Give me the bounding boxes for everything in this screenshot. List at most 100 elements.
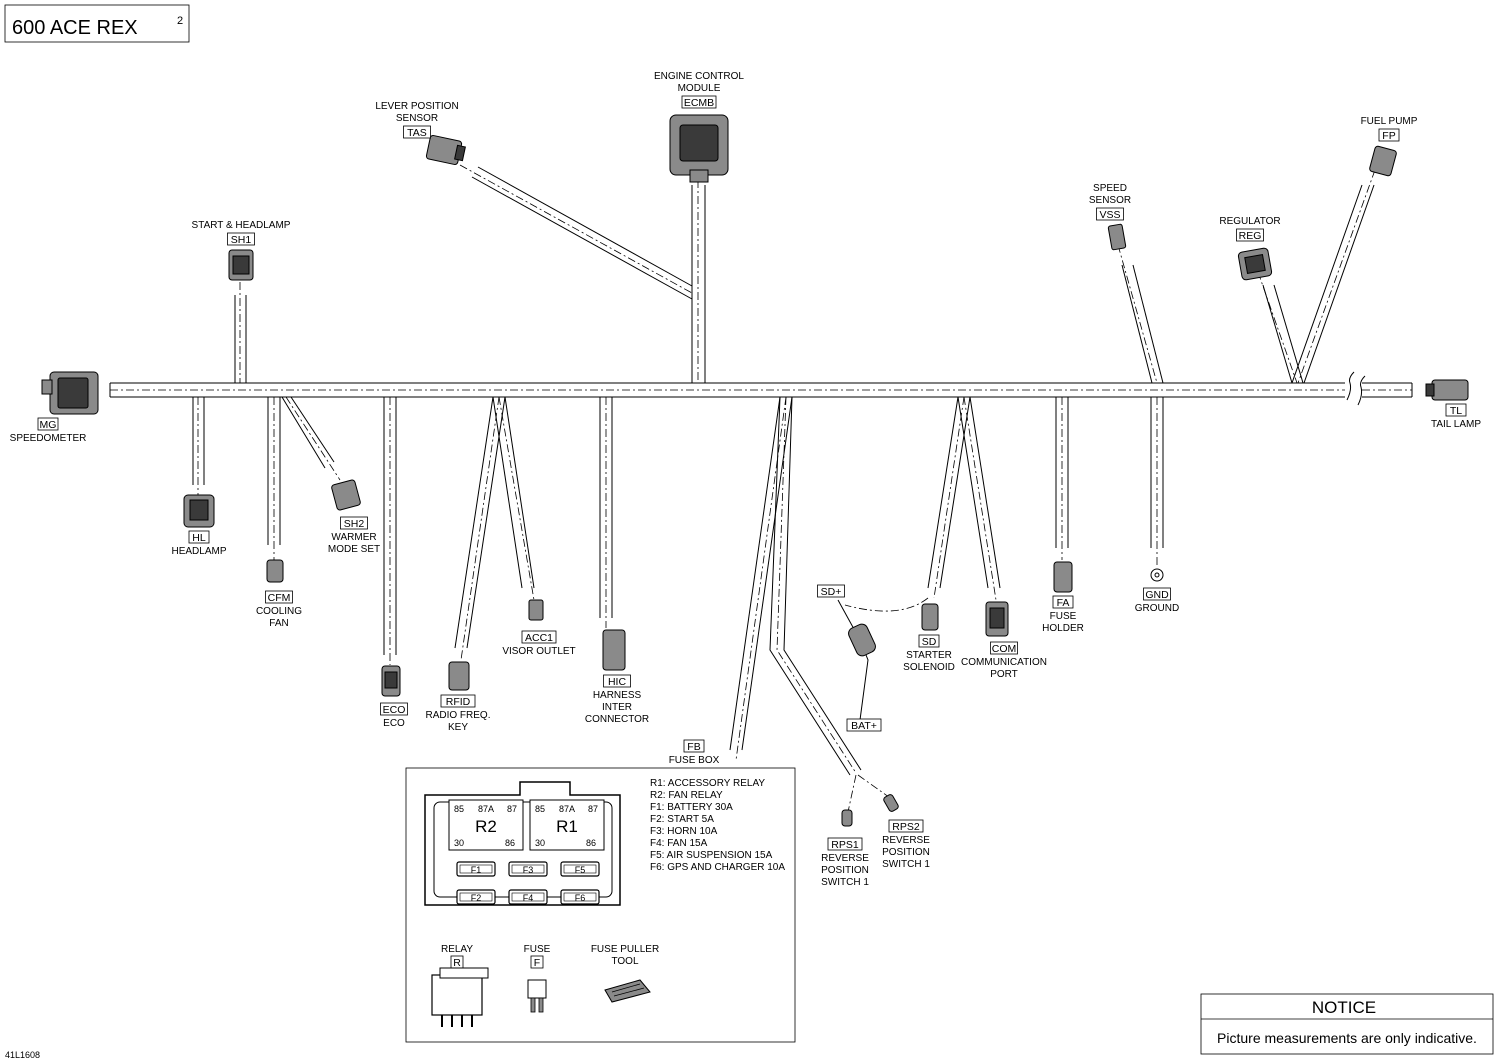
eco-connector-icon bbox=[381, 665, 401, 697]
branch-fp bbox=[1291, 169, 1376, 384]
name-sh2-1: MODE SET bbox=[328, 544, 380, 555]
notice-box: NOTICE Picture measurements are only ind… bbox=[1200, 993, 1494, 1055]
fuse-puller-part: FUSE PULLER TOOL bbox=[591, 944, 659, 1003]
code-frame-tas bbox=[403, 125, 431, 139]
notice-heading: NOTICE bbox=[1312, 998, 1376, 1017]
name-fa-0: FUSE bbox=[1050, 611, 1077, 622]
code-fa: FA bbox=[1057, 597, 1070, 609]
code-frame-rps1 bbox=[827, 837, 863, 851]
name-rfid-0: RADIO FREQ. bbox=[425, 710, 490, 721]
code-frame-fb bbox=[683, 739, 705, 753]
name-cfm-0: COOLING bbox=[256, 606, 302, 617]
speedometer-connector-icon bbox=[41, 371, 99, 415]
code-acc1: ACC1 bbox=[525, 632, 553, 644]
name-mg-0: SPEEDOMETER bbox=[10, 433, 87, 444]
main-trunk bbox=[109, 371, 1413, 406]
regulator-connector-icon bbox=[1237, 247, 1273, 281]
name-acc1-0: VISOR OUTLET bbox=[502, 646, 575, 657]
branch-hl bbox=[192, 397, 205, 495]
name-gnd-0: GROUND bbox=[1135, 603, 1179, 614]
fuse-label: F6 bbox=[575, 893, 586, 903]
legend-line-0: R1: ACCESSORY RELAY bbox=[650, 778, 765, 789]
headlamp-connector-icon bbox=[183, 494, 215, 528]
code-frame-com bbox=[990, 641, 1018, 655]
code-reg: REG bbox=[1239, 230, 1262, 242]
fuse-part: FUSE F bbox=[524, 944, 551, 1013]
fuse-part-code: F bbox=[534, 957, 540, 969]
code-tas: TAS bbox=[407, 127, 427, 139]
fuse-puller-icon bbox=[604, 979, 651, 1003]
code-tl: TL bbox=[1450, 405, 1462, 417]
name-hl-0: HEADLAMP bbox=[171, 546, 226, 557]
code-frame-reg bbox=[1236, 228, 1264, 242]
communication-port-connector-icon bbox=[985, 601, 1009, 637]
relay-pin-top: 87 bbox=[507, 804, 517, 814]
branch-fa bbox=[1055, 397, 1069, 560]
code-rfid: RFID bbox=[446, 696, 471, 708]
speed-sensor-icon bbox=[1107, 223, 1127, 251]
code-frame-sh1 bbox=[227, 232, 255, 246]
harness-inter-connector-icon bbox=[602, 629, 626, 671]
code-rps2: RPS2 bbox=[892, 821, 920, 833]
fuse-puller-label-2: TOOL bbox=[611, 956, 638, 967]
title-block: 600 ACE REX 2 bbox=[4, 4, 190, 43]
rfid-connector-icon bbox=[448, 661, 470, 691]
label-batp: BAT+ bbox=[846, 718, 882, 732]
code-eco: ECO bbox=[383, 704, 406, 716]
name-rps2-0: REVERSE bbox=[882, 835, 930, 846]
code-batp: BAT+ bbox=[851, 720, 877, 732]
legend-line-1: R2: FAN RELAY bbox=[650, 790, 723, 801]
name-cfm-1: FAN bbox=[269, 618, 288, 629]
code-rps1: RPS1 bbox=[831, 839, 859, 851]
legend-line-6: F5: AIR SUSPENSION 15A bbox=[650, 850, 773, 861]
name-fa-1: HOLDER bbox=[1042, 623, 1084, 634]
fuel-pump-connector-icon bbox=[1369, 145, 1397, 177]
code-sdp: SD+ bbox=[821, 586, 842, 598]
name-hic-2: CONNECTOR bbox=[585, 714, 649, 725]
connectors bbox=[41, 114, 1469, 827]
code-frame-hl bbox=[188, 530, 210, 544]
branch-tas bbox=[459, 164, 693, 300]
relay-icon bbox=[431, 967, 489, 1027]
visor-outlet-connector-icon bbox=[528, 599, 544, 621]
name-rps1-0: REVERSE bbox=[821, 853, 869, 864]
fuse-slot-f6: F6 bbox=[560, 889, 600, 905]
branch-sd bbox=[844, 396, 971, 612]
branch-reg bbox=[1257, 271, 1304, 384]
relay-pin-bottom: 86 bbox=[586, 838, 596, 848]
relay-pin-bottom: 86 bbox=[505, 838, 515, 848]
relay-pin-bottom: 30 bbox=[454, 838, 464, 848]
branch-eco bbox=[383, 397, 397, 665]
code-frame-sh2 bbox=[340, 516, 368, 530]
code-frame-eco bbox=[380, 702, 408, 716]
code-frame-rfid bbox=[440, 694, 476, 708]
cooling-fan-connector-icon bbox=[266, 559, 284, 583]
lever-position-sensor-icon bbox=[425, 134, 466, 166]
name-rps2-1: POSITION bbox=[882, 847, 930, 858]
branch-vss bbox=[1117, 244, 1164, 384]
relay-pin-top: 87A bbox=[478, 804, 494, 814]
branch-sh1 bbox=[234, 282, 247, 383]
name-fb-0: FUSE BOX bbox=[669, 755, 720, 766]
code-sh1: SH1 bbox=[231, 234, 252, 246]
fuse-slot-f2: F2 bbox=[456, 889, 496, 905]
code-frame-gnd bbox=[1143, 587, 1171, 601]
